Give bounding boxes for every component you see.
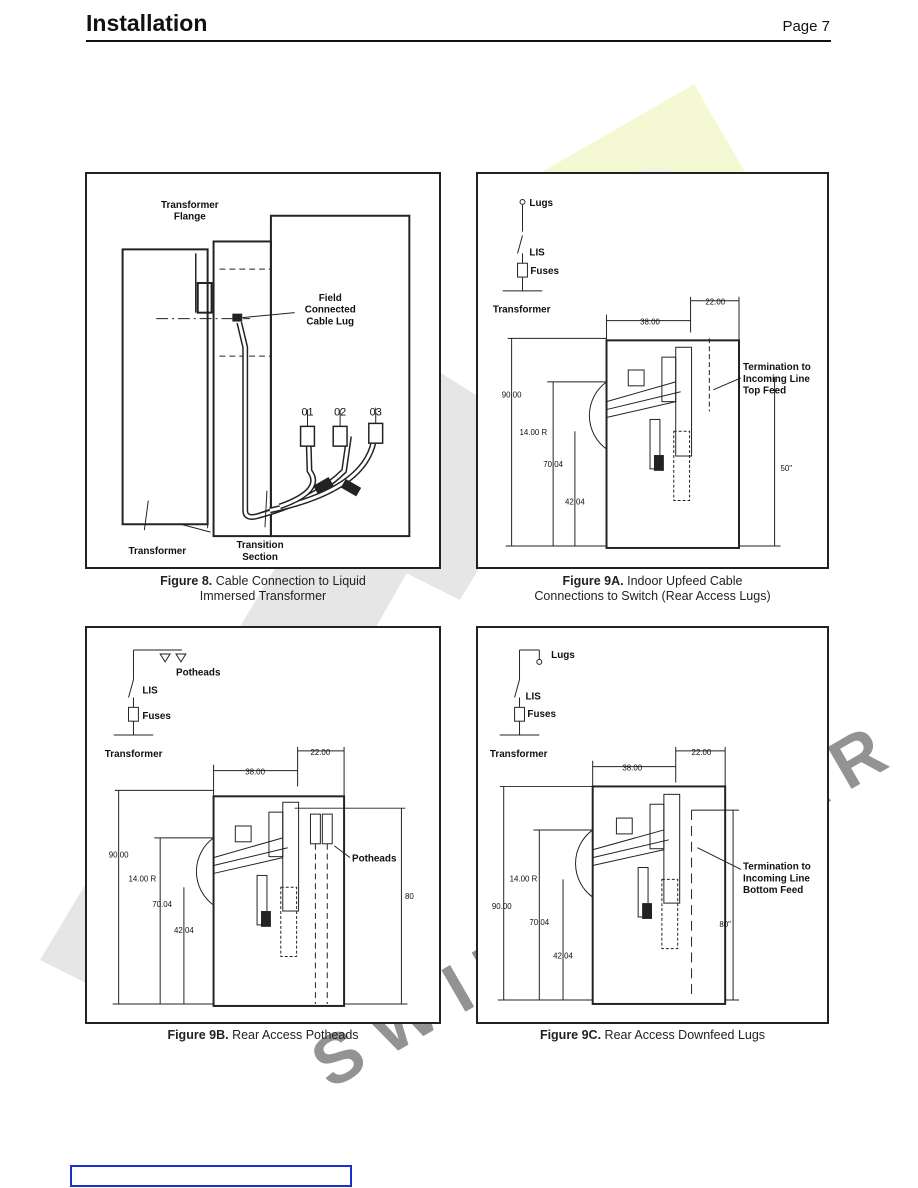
fig9c-dim-70: 70.04 (529, 918, 549, 927)
figure-8-caption: Figure 8. Cable Connection to Liquid Imm… (85, 574, 441, 604)
page-number: Page 7 (782, 18, 830, 35)
fig9b-lis-label: LIS (142, 685, 158, 696)
fig9c-term-label-1: Termination to (743, 861, 811, 872)
fig9a-dim-70: 70.04 (543, 460, 563, 469)
fig9c-lugs-label: Lugs (551, 650, 575, 661)
fig9a-dim-22: 22.00 (705, 298, 725, 307)
fig9c-transformer-label: Transformer (490, 749, 548, 760)
fig9b-dim-70: 70.04 (152, 900, 172, 909)
fig9a-term-label-1: Termination to (743, 362, 811, 373)
fig8-transition-label-2: Section (242, 552, 278, 563)
fig9a-fuses-label: Fuses (530, 266, 559, 277)
fig8-phase-02: 02 (334, 406, 346, 418)
fig9c-dim-90: 90.00 (492, 902, 512, 911)
fig9b-dim-14: 14.00 R (129, 874, 157, 883)
fig9b-dim-42: 42.04 (174, 926, 194, 935)
fig9b-fuses-label: Fuses (142, 711, 171, 722)
fig9a-dim-42: 42.04 (565, 497, 585, 506)
figure-9c-diagram: Lugs LIS Fuses Transformer 22.00 38.00 9… (490, 649, 811, 1005)
page-title: Installation (86, 10, 208, 36)
fig9a-transformer-label: Transformer (493, 305, 551, 316)
figure-8-title: Cable Connection to Liquid (215, 574, 366, 588)
figure-9a-title-2: Connections to Switch (Rear Access Lugs) (534, 589, 771, 603)
fig9a-lugs-label: Lugs (529, 198, 553, 209)
fig8-flange-label: Transformer (161, 200, 219, 211)
figure-9a-caption: Figure 9A. Indoor Upfeed Cable Connectio… (476, 574, 829, 604)
fig9c-fuses-label: Fuses (527, 709, 556, 720)
fig9c-term-label-2: Incoming Line (743, 873, 810, 884)
fig9b-transformer-label: Transformer (105, 749, 163, 760)
fig9b-dim-38: 38.00 (245, 768, 265, 777)
fig9c-dim-42: 42.04 (553, 951, 573, 960)
fig8-flange-label-2: Flange (174, 212, 206, 223)
fig9c-dim-22: 22.00 (692, 748, 712, 757)
fig9c-dim-14: 14.00 R (510, 874, 538, 883)
fig9a-dim-90: 90.00 (502, 391, 522, 400)
figure-9b-diagram: Potheads LIS Fuses Transformer 22.00 38.… (105, 649, 414, 1007)
figure-8-title-2: Immersed Transformer (199, 589, 327, 603)
fig9a-dim-14: 14.00 R (520, 428, 548, 437)
figure-9c-title: Rear Access Downfeed Lugs (604, 1028, 766, 1042)
figure-9a-frame: Lugs LIS Fuses Transformer 22.00 38.00 9… (476, 172, 829, 569)
figure-9a-diagram: Lugs LIS Fuses Transformer 22.00 38.00 9… (493, 198, 811, 549)
fig9c-dim-80: 80" (719, 920, 731, 929)
fig9c-term-label-3: Bottom Feed (743, 885, 803, 896)
fig9a-dim-50: 50" (781, 464, 793, 473)
fig9a-lis-label: LIS (529, 247, 545, 258)
fig9b-dim-22: 22.00 (310, 748, 330, 757)
fig8-lug-label-2: Connected (305, 305, 356, 316)
figure-9b-caption: Figure 9B. Rear Access Potheads (85, 1028, 441, 1043)
fig8-lug-label-3: Cable Lug (306, 317, 354, 328)
fig9a-dim-38: 38.00 (640, 318, 660, 327)
figure-9c-frame: Lugs LIS Fuses Transformer 22.00 38.00 9… (476, 626, 829, 1024)
header-rule (86, 40, 831, 42)
figure-9b-number: Figure 9B. (167, 1028, 229, 1042)
fig9a-term-label-2: Incoming Line (743, 374, 810, 385)
figure-9b-frame: Potheads LIS Fuses Transformer 22.00 38.… (85, 626, 441, 1024)
fig9b-potheads-label: Potheads (352, 854, 397, 865)
figure-9c-caption: Figure 9C. Rear Access Downfeed Lugs (476, 1028, 829, 1043)
fig9b-dim-90: 90.00 (109, 851, 129, 860)
fig9b-dim-80: 80 (405, 892, 414, 901)
figure-9a-title: Indoor Upfeed Cable (627, 574, 743, 588)
figure-8-number: Figure 8. (160, 574, 213, 588)
fig8-transition-label-1: Transition (236, 540, 283, 551)
figure-8-diagram: Transformer Flange Field Connected Cable… (121, 200, 411, 563)
figure-9a-number: Figure 9A. (562, 574, 624, 588)
fig9c-lis-label: LIS (525, 691, 541, 702)
figure-9c-number: Figure 9C. (539, 1028, 602, 1042)
fig8-phase-03: 03 (370, 406, 382, 418)
footer-link-box[interactable] (70, 1165, 352, 1187)
figure-9b-title: Rear Access Potheads (232, 1028, 359, 1042)
figure-8-frame: Transformer Flange Field Connected Cable… (85, 172, 441, 569)
fig9c-dim-38: 38.00 (622, 764, 642, 773)
fig9b-potheads-top-label: Potheads (176, 668, 221, 679)
fig8-lug-label-1: Field (319, 293, 342, 304)
fig9a-term-label-3: Top Feed (743, 386, 786, 397)
fig8-phase-01: 01 (301, 406, 313, 418)
fig8-transformer-label: Transformer (129, 546, 187, 557)
